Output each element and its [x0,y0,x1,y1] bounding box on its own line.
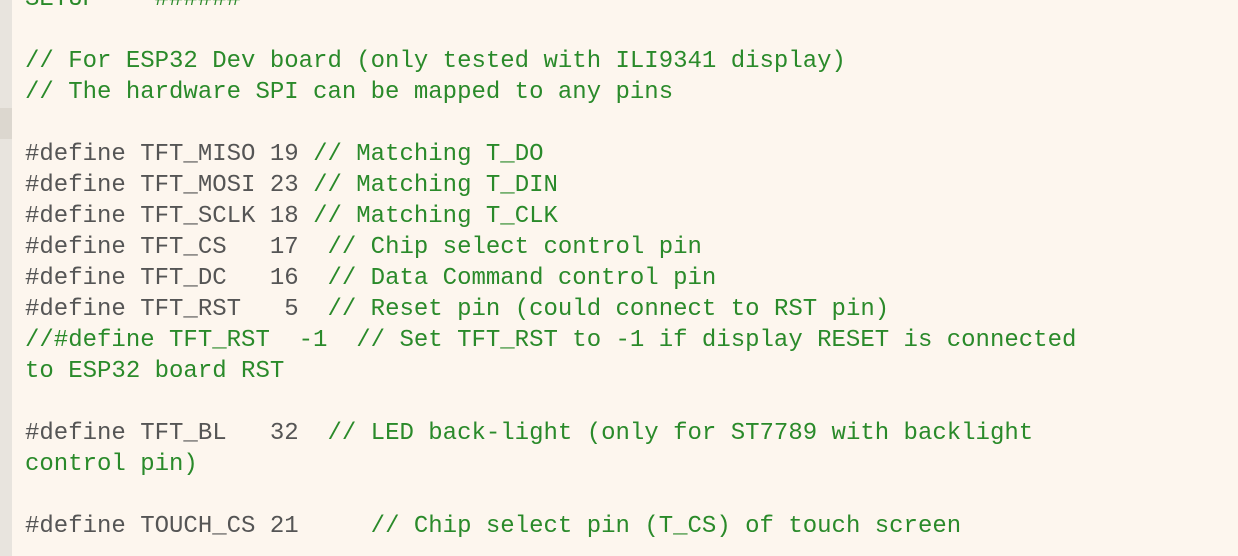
line-comment: // Matching T_DO [313,141,544,168]
code-line [25,15,1076,46]
line-comment: // Chip select control pin [327,234,702,261]
code-line: #define TFT_RST 5 // Reset pin (could co… [25,294,1076,325]
macro-name: TFT_MOSI [140,172,270,199]
macro-name: TFT_RST [140,296,285,323]
macro-value: 21 [269,513,371,540]
define-directive: #define [25,513,141,540]
define-directive: #define [25,265,141,292]
macro-name: TFT_MISO [140,141,270,168]
line-comment: SETUP ###### [25,0,241,13]
macro-value: 19 [269,141,314,168]
define-directive: #define [25,420,141,447]
line-comment: // LED back-light (only for ST7789 with … [327,420,1034,447]
line-comment: to ESP32 board RST [25,358,285,385]
editor-gutter [0,0,12,556]
line-comment: // Reset pin (could connect to RST pin) [327,296,890,323]
line-comment: // Matching T_CLK [313,203,558,230]
macro-name: TOUCH_CS [140,513,270,540]
define-directive: #define [25,141,141,168]
macro-name: TFT_SCLK [140,203,270,230]
code-line [25,480,1076,511]
line-comment: // Chip select pin (T_CS) of touch scree… [370,513,962,540]
code-line: #define TFT_BL 32 // LED back-light (onl… [25,418,1076,449]
define-directive: #define [25,203,141,230]
line-comment: // For ESP32 Dev board (only tested with… [25,48,846,75]
gutter-fold-marker [0,108,12,139]
code-line: #define TFT_CS 17 // Chip select control… [25,232,1076,263]
macro-name: TFT_CS [140,234,270,261]
line-comment: //#define TFT_RST -1 // Set TFT_RST to -… [25,327,1077,354]
macro-value: 23 [269,172,314,199]
code-line: control pin) [25,449,1076,480]
macro-name: TFT_BL [140,420,270,447]
macro-value: 17 [269,234,328,261]
line-comment: // Matching T_DIN [313,172,558,199]
code-text[interactable]: SETUP ###### // For ESP32 Dev board (only… [25,0,1076,542]
define-directive: #define [25,172,141,199]
code-line: // For ESP32 Dev board (only tested with… [25,46,1076,77]
code-line: #define TFT_SCLK 18 // Matching T_CLK [25,201,1076,232]
code-line: // The hardware SPI can be mapped to any… [25,77,1076,108]
code-line: SETUP ###### [25,0,1076,15]
code-line [25,387,1076,418]
line-comment: control pin) [25,451,198,478]
code-line [25,108,1076,139]
code-line: #define TFT_MISO 19 // Matching T_DO [25,139,1076,170]
code-line: #define TOUCH_CS 21 // Chip select pin (… [25,511,1076,542]
define-directive: #define [25,234,141,261]
code-line: //#define TFT_RST -1 // Set TFT_RST to -… [25,325,1076,356]
line-comment: // Data Command control pin [327,265,717,292]
macro-name: TFT_DC [140,265,270,292]
code-line: #define TFT_MOSI 23 // Matching T_DIN [25,170,1076,201]
macro-value: 32 [269,420,328,447]
code-line: to ESP32 board RST [25,356,1076,387]
define-directive: #define [25,296,141,323]
macro-value: 16 [269,265,328,292]
line-comment: // The hardware SPI can be mapped to any… [25,79,674,106]
macro-value: 18 [269,203,314,230]
code-line: #define TFT_DC 16 // Data Command contro… [25,263,1076,294]
macro-value: 5 [284,296,328,323]
